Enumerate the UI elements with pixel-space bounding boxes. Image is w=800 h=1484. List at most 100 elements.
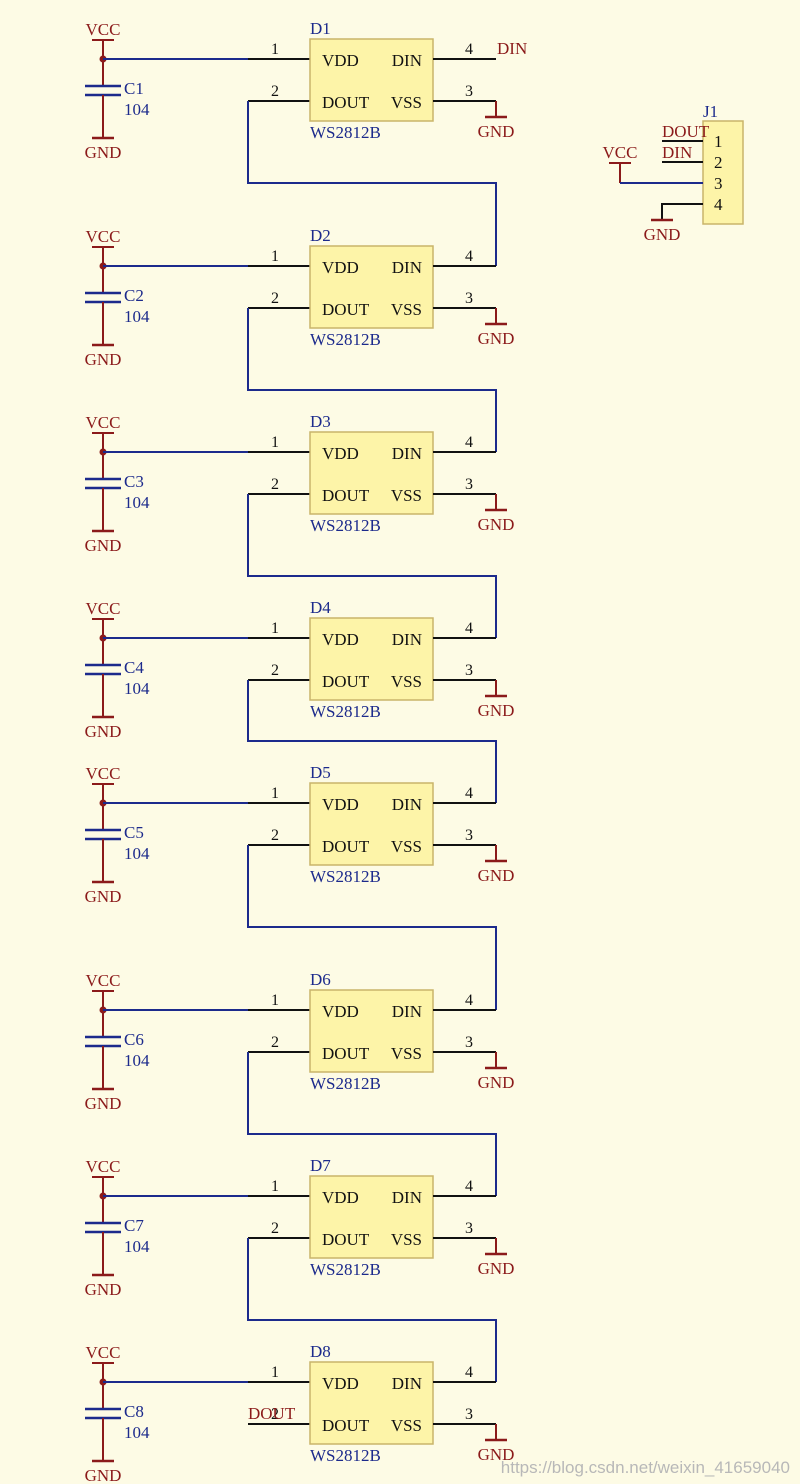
net-label-din: DIN [497,39,527,58]
connector-body [702,120,744,225]
gnd-label: GND [85,722,122,741]
connector-net-dout: DOUT [662,122,710,141]
chip-part-label: WS2812B [310,702,381,721]
pin-number: 2 [271,1220,279,1237]
pin-number: 3 [465,1406,473,1423]
pin-number: 4 [465,785,473,802]
gnd-label: GND [478,329,515,348]
vcc-label: VCC [86,971,121,990]
cap-ref: C6 [124,1030,144,1049]
chip-body [309,1175,434,1259]
daisy-chain-wire [247,1238,497,1382]
connector-pin-number: 3 [714,174,723,193]
gnd-label: GND [478,122,515,141]
connector-vcc-label: VCC [603,143,638,162]
chip-part-label: WS2812B [310,330,381,349]
pin-number: 2 [271,662,279,679]
connector-gnd-wire [661,203,703,220]
pin-name-vdd: VDD [322,444,359,463]
pin-name-vdd: VDD [322,1002,359,1021]
stage-d1: VCCGNDC110412D1WS2812BVDDDOUTDINVSS43GND… [85,19,527,266]
pin-number: 4 [465,248,473,265]
daisy-chain-wire [247,308,497,452]
pin-name-vdd: VDD [322,258,359,277]
daisy-chain-wire [247,101,497,266]
vcc-label: VCC [86,1343,121,1362]
pin-name-din: DIN [392,51,422,70]
gnd-label: GND [85,1280,122,1299]
pin-number: 2 [271,1406,279,1423]
pin-number: 1 [271,248,279,265]
gnd-label: GND [478,1073,515,1092]
pin-name-vss: VSS [391,837,422,856]
pin-number: 3 [465,662,473,679]
vcc-label: VCC [86,413,121,432]
chip-body [309,989,434,1073]
led-chain: VCCGNDC110412D1WS2812BVDDDOUTDINVSS43GND… [85,19,528,1484]
pin-name-dout: DOUT [322,1416,370,1435]
gnd-label: GND [478,701,515,720]
pin-name-din: DIN [392,630,422,649]
pin-number: 1 [271,434,279,451]
gnd-label: GND [85,143,122,162]
gnd-label: GND [478,515,515,534]
pin-name-din: DIN [392,1002,422,1021]
vcc-label: VCC [86,227,121,246]
pin-name-vss: VSS [391,672,422,691]
cap-ref: C4 [124,658,144,677]
chip-ref: D2 [310,226,331,245]
cap-ref: C1 [124,79,144,98]
chip-ref: D3 [310,412,331,431]
pin-name-dout: DOUT [322,486,370,505]
vcc-label: VCC [86,599,121,618]
pin-name-vdd: VDD [322,795,359,814]
stage-d8: VCCGNDC810412D8WS2812BVDDDOUTDINVSS43GND… [85,1342,515,1484]
gnd-label: GND [85,536,122,555]
pin-name-dout: DOUT [322,837,370,856]
cap-ref: C8 [124,1402,144,1421]
pin-name-vss: VSS [391,1416,422,1435]
gnd-label: GND [478,866,515,885]
daisy-chain-wire [247,845,497,1010]
pin-name-dout: DOUT [322,1044,370,1063]
pin-number: 2 [271,290,279,307]
connector-pin-number: 4 [714,195,723,214]
pin-number: 4 [465,1364,473,1381]
pin-name-dout: DOUT [322,93,370,112]
cap-value: 104 [124,100,150,119]
chip-ref: D4 [310,598,331,617]
chip-body [309,782,434,866]
chip-ref: D5 [310,763,331,782]
pin-number: 2 [271,476,279,493]
cap-value: 104 [124,1051,150,1070]
pin-number: 1 [271,620,279,637]
pin-number: 4 [465,41,473,58]
cap-value: 104 [124,307,150,326]
cap-ref: C7 [124,1216,144,1235]
pin-number: 1 [271,992,279,1009]
pin-number: 2 [271,827,279,844]
vcc-label: VCC [86,1157,121,1176]
pin-name-vdd: VDD [322,1374,359,1393]
cap-ref: C5 [124,823,144,842]
gnd-label: GND [85,1094,122,1113]
chip-body [309,1361,434,1445]
daisy-chain-wire [247,1052,497,1196]
pin-name-vss: VSS [391,300,422,319]
pin-name-vss: VSS [391,1230,422,1249]
pin-number: 1 [271,1364,279,1381]
gnd-label: GND [478,1445,515,1464]
chip-body [309,38,434,122]
pin-number: 1 [271,1178,279,1195]
pin-name-vss: VSS [391,1044,422,1063]
watermark-text: https://blog.csdn.net/weixin_41659040 [501,1458,790,1477]
cap-value: 104 [124,493,150,512]
pin-number: 1 [271,41,279,58]
pin-name-vdd: VDD [322,1188,359,1207]
vcc-label: VCC [86,764,121,783]
